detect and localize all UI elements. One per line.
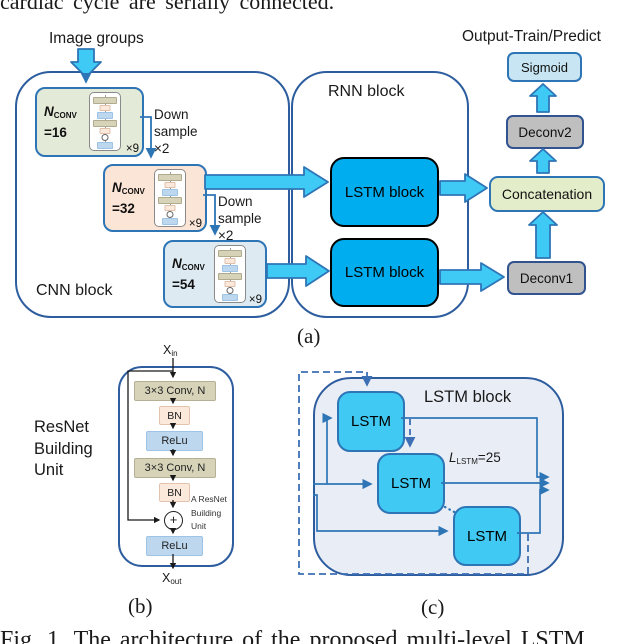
lstm-block-1: LSTM block xyxy=(330,157,439,227)
mini-resnet-unit xyxy=(214,245,246,303)
repeat-label: ×9 xyxy=(125,143,139,155)
concatenation-node: Concatenation xyxy=(489,176,605,212)
lstm-cell-1: LSTM xyxy=(337,391,405,452)
conv-value: =32 xyxy=(112,201,135,216)
deconv2-to-sigmoid-arrow-icon xyxy=(529,83,557,113)
conv-box-16-label: NCONV =16 xyxy=(44,103,77,141)
deconv1-node: Deconv1 xyxy=(507,261,586,295)
x-out-sub: out xyxy=(170,577,182,586)
downsample-line: sample xyxy=(218,211,262,226)
output-title: Output-Train/Predict xyxy=(462,28,601,45)
panel-a-caption: (a) xyxy=(297,324,321,348)
conv-value: =16 xyxy=(44,125,67,140)
rnn-block-label: RNN block xyxy=(328,83,405,100)
sum-junction: + xyxy=(164,511,183,530)
conv-subscript: CONV xyxy=(53,111,77,120)
downsample-line: sample xyxy=(154,124,198,139)
conv-box-32: NCONV =32 ×9 xyxy=(103,164,207,232)
conv-box-32-label: NCONV =32 xyxy=(112,179,145,217)
depth-base: L xyxy=(449,450,457,465)
downsample-line: ×2 xyxy=(154,141,170,156)
deconv2-node: Deconv2 xyxy=(506,115,584,149)
annotation-line: Building xyxy=(191,507,222,518)
resnet-unit-title: ResNet Building Unit xyxy=(34,417,93,482)
panel-b-caption: (b) xyxy=(128,594,153,618)
downsample-line: Down xyxy=(218,194,253,209)
conv-layer-2: 3×3 Conv, N xyxy=(134,458,216,478)
depth-sub: LSTM xyxy=(456,457,478,466)
x-in-base: X xyxy=(163,343,172,357)
mini-resnet-unit xyxy=(89,92,121,151)
downsample-line: ×2 xyxy=(218,228,234,243)
sigmoid-node: Sigmoid xyxy=(507,52,582,82)
lstm-block-2: LSTM block xyxy=(330,238,439,307)
body-text-fragment: cardiac cycle are serially connected. xyxy=(0,0,335,14)
conv-symbol: N xyxy=(112,180,122,195)
cnn-block-label: CNN block xyxy=(36,282,113,299)
panel-c-caption: (c) xyxy=(421,595,445,619)
input-label: Image groups xyxy=(49,30,144,47)
lstm-block-title: LSTM block xyxy=(424,388,512,406)
relu-layer-2: ReLu xyxy=(146,536,203,556)
x-out-base: X xyxy=(162,571,171,585)
downsample-line: Down xyxy=(154,107,189,122)
x-out-label: Xout xyxy=(162,571,181,586)
conv-box-54-label: NCONV =54 xyxy=(172,255,205,293)
resnet-title-line: Building xyxy=(34,439,93,458)
depth-value: =25 xyxy=(477,450,501,465)
resnet-title-line: Unit xyxy=(34,461,64,479)
conv-value: =54 xyxy=(172,277,195,292)
annotation-line: Unit xyxy=(191,521,207,531)
conv-box-54: NCONV =54 ×9 xyxy=(163,240,267,308)
bn-layer-2: BN xyxy=(159,483,190,502)
repeat-label: ×9 xyxy=(188,218,202,230)
conv-subscript: CONV xyxy=(181,263,205,272)
resnet-title-line: ResNet xyxy=(34,418,90,436)
conv-symbol: N xyxy=(44,104,54,119)
downsample-label-1: Down sample ×2 xyxy=(154,106,198,157)
repeat-label: ×9 xyxy=(248,294,262,306)
annotation-line: A ResNet xyxy=(191,494,227,504)
resnet-annotation: A ResNet Building Unit xyxy=(191,493,227,534)
x-in-label: Xin xyxy=(163,343,178,358)
conv-box-16: NCONV =16 ×9 xyxy=(35,87,144,157)
lstm-cell-2: LSTM xyxy=(377,453,445,514)
x-in-sub: in xyxy=(171,349,178,358)
figure-caption: Fig. 1. The architecture of the proposed… xyxy=(0,627,585,644)
lstm-depth-label: LLSTM=25 xyxy=(449,450,501,466)
downsample-label-2: Down sample ×2 xyxy=(218,193,262,244)
deconv1-to-concatenation-arrow-icon xyxy=(528,211,558,259)
relu-layer-1: ReLu xyxy=(146,431,203,451)
bn-layer-1: BN xyxy=(159,406,190,425)
conv-layer-1: 3×3 Conv, N xyxy=(134,381,216,401)
mini-resnet-unit xyxy=(154,169,186,227)
concatenation-to-deconv2-arrow-icon xyxy=(529,148,557,174)
conv-symbol: N xyxy=(172,256,182,271)
lstm-cell-3: LSTM xyxy=(453,506,521,566)
conv-subscript: CONV xyxy=(121,187,145,196)
